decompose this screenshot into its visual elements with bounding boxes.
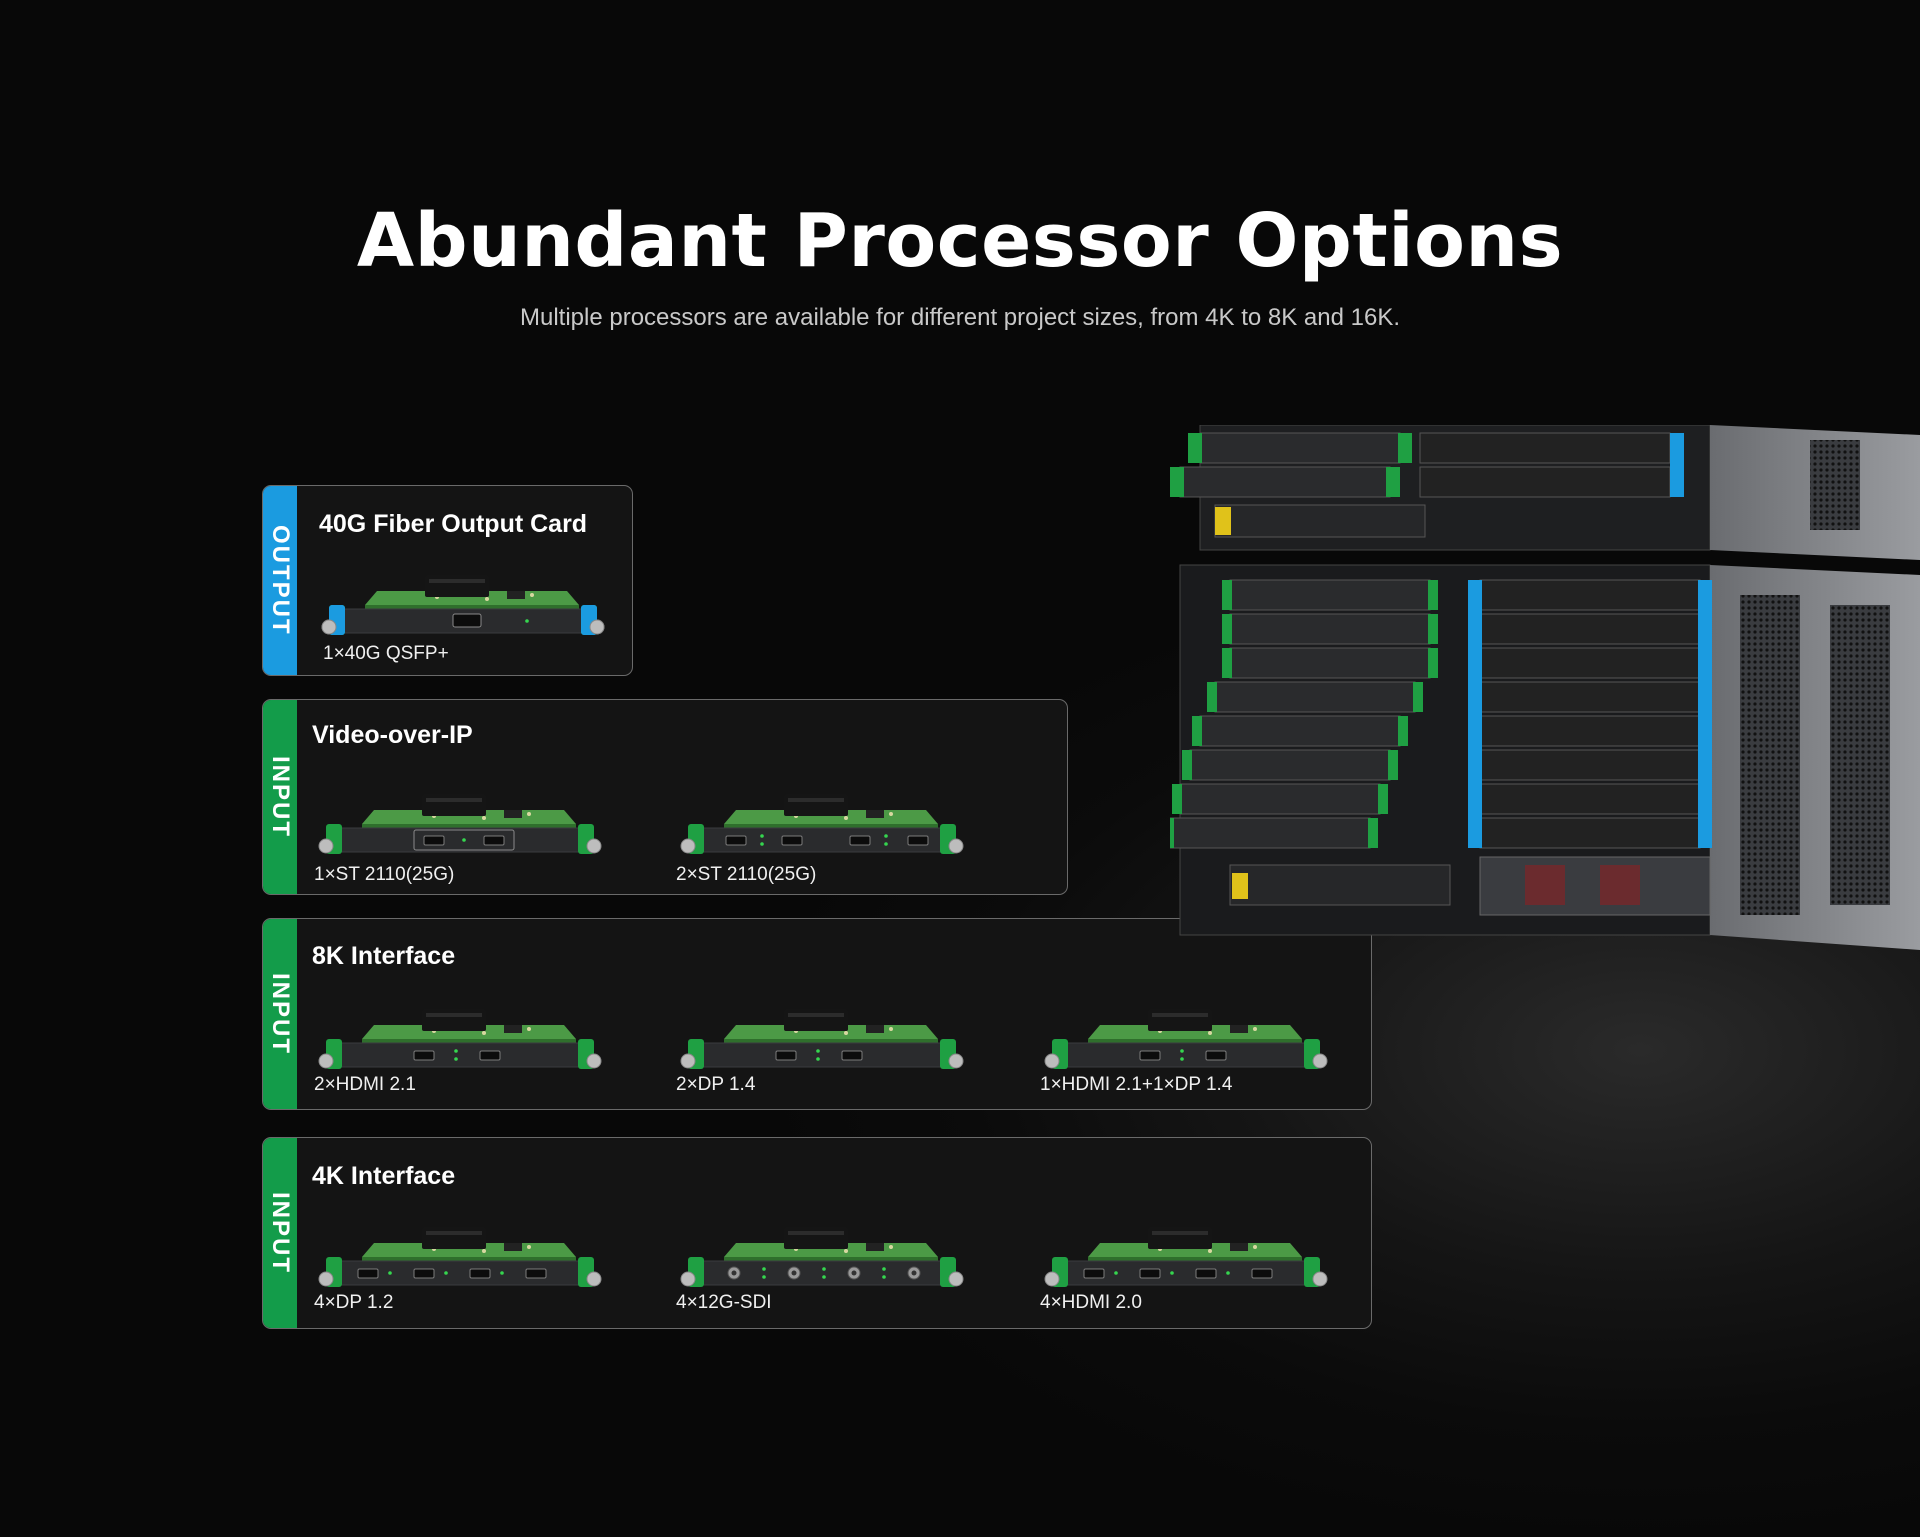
output-card-panel: OUTPUT 40G Fiber Output Card 1×40G QSFP+ <box>262 485 633 676</box>
st2110-2-card-image <box>680 793 964 855</box>
card-caption: 1×HDMI 2.1+1×DP 1.4 <box>1040 1074 1233 1095</box>
card-caption: 2×DP 1.4 <box>676 1074 756 1095</box>
panel-title: 8K Interface <box>312 942 456 970</box>
4x-dp12-card-image <box>318 1226 602 1288</box>
input-side-label: INPUT <box>263 919 297 1109</box>
card-caption: 4×DP 1.2 <box>314 1292 394 1313</box>
input-side-label: INPUT <box>263 700 297 894</box>
panel-title: Video-over-IP <box>312 721 473 749</box>
card-caption: 1×40G QSFP+ <box>323 643 449 664</box>
card-caption: 4×12G-SDI <box>676 1292 772 1313</box>
input-side-label: INPUT <box>263 1138 297 1328</box>
2x-dp14-card-image <box>680 1008 964 1070</box>
hdmi21-dp14-card-image <box>1044 1008 1328 1070</box>
card-caption: 2×HDMI 2.1 <box>314 1074 416 1095</box>
processor-chassis-image <box>1170 425 1920 950</box>
output-side-label: OUTPUT <box>263 486 297 675</box>
card-caption: 1×ST 2110(25G) <box>314 864 455 885</box>
page-title: Abundant Processor Options <box>356 198 1564 284</box>
2x-hdmi21-card-image <box>318 1008 602 1070</box>
video-over-ip-panel: INPUT Video-over-IP 1×ST 2110(25G) 2×ST … <box>262 699 1068 895</box>
card-caption: 2×ST 2110(25G) <box>676 864 817 885</box>
page-subtitle: Multiple processors are available for di… <box>520 304 1400 331</box>
card-caption: 4×HDMI 2.0 <box>1040 1292 1142 1313</box>
panel-title: 4K Interface <box>312 1162 456 1190</box>
st2110-1-card-image <box>318 793 602 855</box>
4x-hdmi20-card-image <box>1044 1226 1328 1288</box>
8k-interface-panel: INPUT 8K Interface 2×HDMI 2.1 2×DP 1.4 1… <box>262 918 1372 1110</box>
4x-12g-sdi-card-image <box>680 1226 964 1288</box>
4k-interface-panel: INPUT 4K Interface 4×DP 1.2 4×12G-SDI 4×… <box>262 1137 1372 1329</box>
panel-title: 40G Fiber Output Card <box>319 510 588 538</box>
40g-fiber-card-image <box>321 574 605 636</box>
